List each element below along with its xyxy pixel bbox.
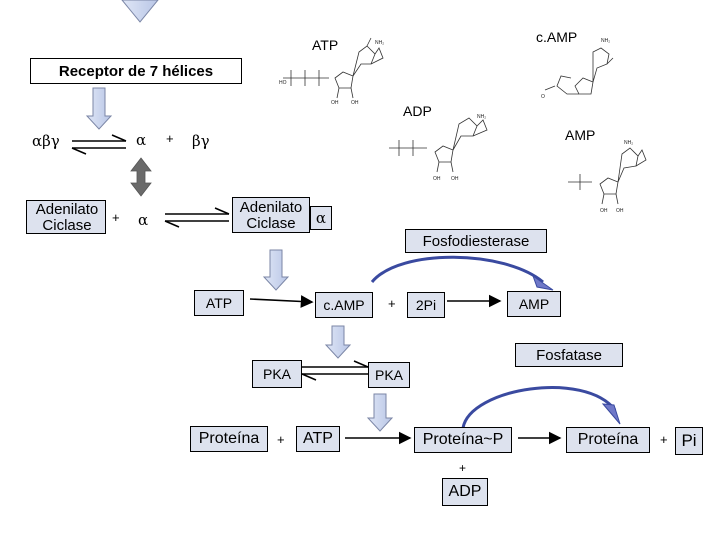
block-arrow-pka (366, 393, 394, 432)
svg-text:OH: OH (433, 176, 441, 182)
svg-text:NH₂: NH₂ (624, 140, 633, 146)
g-protein-plus: + (166, 131, 174, 146)
proteina-p-label: Proteína~P (422, 431, 504, 448)
receptor-box: Receptor de 7 hélices (30, 58, 242, 84)
fosfodiesterase-curve (370, 255, 544, 284)
block-arrow-receptor (85, 87, 113, 130)
svg-text:NH₂: NH₂ (601, 38, 610, 44)
proteina-p-box: Proteína~P (414, 427, 512, 453)
fosfatase-label: Fosfatase (536, 346, 602, 364)
proteina-final-box: Proteína (566, 427, 650, 453)
svg-text:O: O (541, 94, 545, 100)
cyclase-plus: + (112, 210, 120, 225)
atp2-label: ATP (303, 430, 333, 447)
svg-text:OH: OH (600, 208, 608, 214)
adp-structure-image: NH₂ OH OH (389, 114, 488, 182)
cyclase-alpha-right: α (315, 209, 327, 227)
reaction2-plus3: + (660, 432, 668, 447)
cyclase-right-label: Adenilato Ciclase (239, 199, 303, 232)
cyclase-alpha-left: α (138, 211, 149, 229)
cyclase-left-box: Adenilato Ciclase (26, 200, 106, 234)
svg-text:NH₂: NH₂ (477, 114, 486, 120)
receptor-label: Receptor de 7 hélices (58, 62, 214, 80)
pka-right-box: PKA (368, 362, 410, 388)
pka-left-box: PKA (252, 360, 302, 388)
block-arrow-camp (324, 325, 352, 359)
pka-left-label: PKA (262, 366, 291, 382)
cyclase-left-label: Adenilato Ciclase (35, 201, 99, 234)
top-camp-label: c.AMP (536, 29, 578, 45)
svg-text:NH₂: NH₂ (375, 40, 384, 46)
2pi-box: 2Pi (407, 292, 445, 318)
grey-double-arrow (130, 157, 152, 197)
cyclase-right-box: Adenilato Ciclase (232, 197, 310, 233)
adp-label: ADP (448, 483, 482, 500)
top-amp-label: AMP (565, 127, 596, 143)
svg-text:OH: OH (451, 176, 459, 182)
fosfodiesterase-box: Fosfodiesterase (405, 229, 547, 253)
adp-box: ADP (442, 478, 488, 506)
2pi-label: 2Pi (415, 297, 437, 313)
atp-box: ATP (194, 290, 244, 316)
fosfodiesterase-label: Fosfodiesterase (422, 232, 530, 250)
fosfatase-box: Fosfatase (515, 343, 623, 367)
top-atp-label: ATP (312, 37, 339, 53)
amp-structure-image: NH₂ OH OH (568, 140, 647, 214)
reaction1-plus: + (388, 296, 396, 311)
g-protein-alpha: α (136, 131, 147, 149)
g-protein-bg: βγ (192, 132, 210, 150)
pi-box: Pi (675, 427, 703, 455)
camp-structure-image: NH₂ O (541, 38, 614, 100)
camp-box: c.AMP (315, 292, 373, 318)
top-adp-label: ADP (403, 103, 432, 119)
reaction2-plus2: + (459, 461, 467, 475)
proteina-final-label: Proteína (577, 431, 639, 448)
g-protein-abg: αβγ (32, 132, 60, 150)
amp-box: AMP (507, 291, 561, 317)
reaction2-plus: + (277, 432, 285, 447)
proteina-box: Proteína (190, 426, 268, 452)
proteina-label: Proteína (198, 430, 260, 447)
svg-text:OH: OH (351, 100, 359, 106)
fosfatase-curve (461, 386, 617, 429)
block-arrow-cyclase (262, 249, 290, 291)
amp-label: AMP (518, 296, 550, 312)
pi-label: Pi (681, 431, 697, 450)
svg-text:HO: HO (279, 80, 287, 86)
atp-camp-arrow (249, 295, 314, 308)
camp-label: c.AMP (323, 297, 365, 313)
svg-text:OH: OH (616, 208, 624, 214)
atp-structure-image: NH₂ HO OH OH (279, 37, 384, 106)
cyclase-alpha-box: α (310, 206, 332, 230)
atp2-box: ATP (296, 426, 340, 452)
top-triangle (121, 0, 159, 23)
atp-label: ATP (205, 295, 233, 311)
svg-text:OH: OH (331, 100, 339, 106)
pka-right-label: PKA (374, 367, 403, 383)
